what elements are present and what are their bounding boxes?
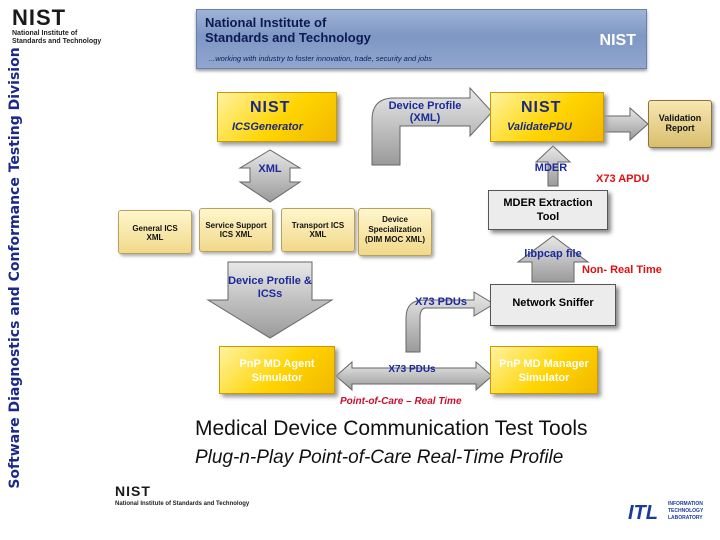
validation-report-label: Validation Report — [658, 113, 702, 133]
x73-pdus-lower-label: X73 PDUs — [388, 364, 436, 375]
validation-report-folder: Validation Report — [648, 100, 712, 148]
itl-sub: INFORMATION TECHNOLOGY LABORATORY — [668, 501, 704, 521]
x73-pdus-upper-label: X73 PDUs — [415, 296, 467, 308]
arrow-validation-report — [602, 106, 649, 142]
folder-general-ics-label: General ICS XML — [132, 224, 178, 242]
non-real-time-label: Non- Real Time — [582, 264, 662, 276]
validate-pdu-label: ValidatePDU — [507, 121, 573, 133]
mder-extraction-tool-box: MDER Extraction Tool — [488, 190, 608, 230]
page-title: Medical Device Communication Test Tools — [195, 417, 588, 440]
folder-transport-ics: Transport ICS XML — [281, 208, 355, 252]
mder-label: MDER — [534, 162, 568, 174]
arrow-device-profile-xml — [371, 86, 493, 166]
banner-title-line2: Standards and Technology — [205, 30, 371, 45]
folder-device-specialization-label: Device Specialization (DIM MOC XML) — [365, 215, 425, 244]
page-subtitle: Plug-n-Play Point-of-Care Real-Time Prof… — [195, 447, 564, 468]
arrow-device-profile-ics — [206, 261, 334, 339]
device-profile-xml-label: Device Profile (XML) — [388, 100, 462, 124]
itl-logo: ITL INFORMATION TECHNOLOGY LABORATORY — [628, 498, 714, 530]
banner-title: National Institute of Standards and Tech… — [205, 15, 371, 45]
nist-logo-footer: NIST National Institute of Standards and… — [115, 484, 265, 512]
banner-title-line1: National Institute of — [205, 15, 327, 30]
nist-logo-mark: NIST — [12, 5, 67, 30]
device-profile-ics-label: Device Profile & ICSs — [228, 275, 312, 300]
ics-generator-label: ICSGenerator — [232, 121, 303, 133]
nist-banner: National Institute of Standards and Tech… — [196, 9, 647, 69]
folder-general-ics: General ICS XML — [118, 210, 192, 254]
footer-nist-mark: NIST — [115, 483, 151, 499]
nist-logo-line2: Standards and Technology — [12, 38, 102, 45]
arrow-xml — [238, 149, 302, 203]
folder-transport-label: Transport ICS XML — [291, 221, 345, 239]
arrow-libpcap — [516, 235, 590, 283]
validate-pdu-box: NIST ValidatePDU — [490, 92, 604, 142]
ics-generator-nist-mark: NIST — [250, 99, 291, 116]
arrow-x73-upper — [405, 291, 495, 353]
validate-pdu-nist-mark: NIST — [521, 99, 562, 116]
itl-mark: ITL — [628, 502, 658, 524]
nist-logo-top: NIST National Institute of Standards and… — [12, 6, 126, 56]
point-of-care-caption: Point-of-Care – Real Time — [340, 396, 462, 407]
agent-simulator-box: PnP MD Agent Simulator — [219, 346, 335, 394]
mder-extraction-tool-label: MDER Extraction Tool — [503, 197, 593, 223]
network-sniffer-box: Network Sniffer — [490, 284, 616, 326]
arrow-mder — [534, 145, 572, 187]
folder-device-specialization: Device Specialization (DIM MOC XML) — [358, 208, 432, 256]
folder-service-support-label: Service Support ICS XML — [205, 221, 267, 239]
sidebar-strip: Software Diagnostics and Conformance Tes… — [0, 0, 26, 540]
agent-simulator-label: PnP MD Agent Simulator — [239, 358, 315, 384]
nist-logo-line1: National Institute of — [12, 30, 78, 37]
ics-generator-box: NIST ICSGenerator — [217, 92, 337, 142]
xml-label: XML — [258, 163, 282, 175]
manager-simulator-label: PnP MD Manager Simulator — [499, 358, 589, 384]
banner-tagline: ...working with industry to foster innov… — [209, 54, 433, 63]
x73-apdu-label: X73 APDU — [596, 173, 650, 185]
footer-nist-sub: National Institute of Standards and Tech… — [115, 501, 250, 507]
network-sniffer-label: Network Sniffer — [512, 297, 594, 309]
libpcap-label: libpcap file — [524, 248, 582, 260]
folder-service-support-ics: Service Support ICS XML — [199, 208, 273, 252]
banner-nist-mark: NIST — [599, 32, 636, 49]
manager-simulator-box: PnP MD Manager Simulator — [490, 346, 598, 394]
